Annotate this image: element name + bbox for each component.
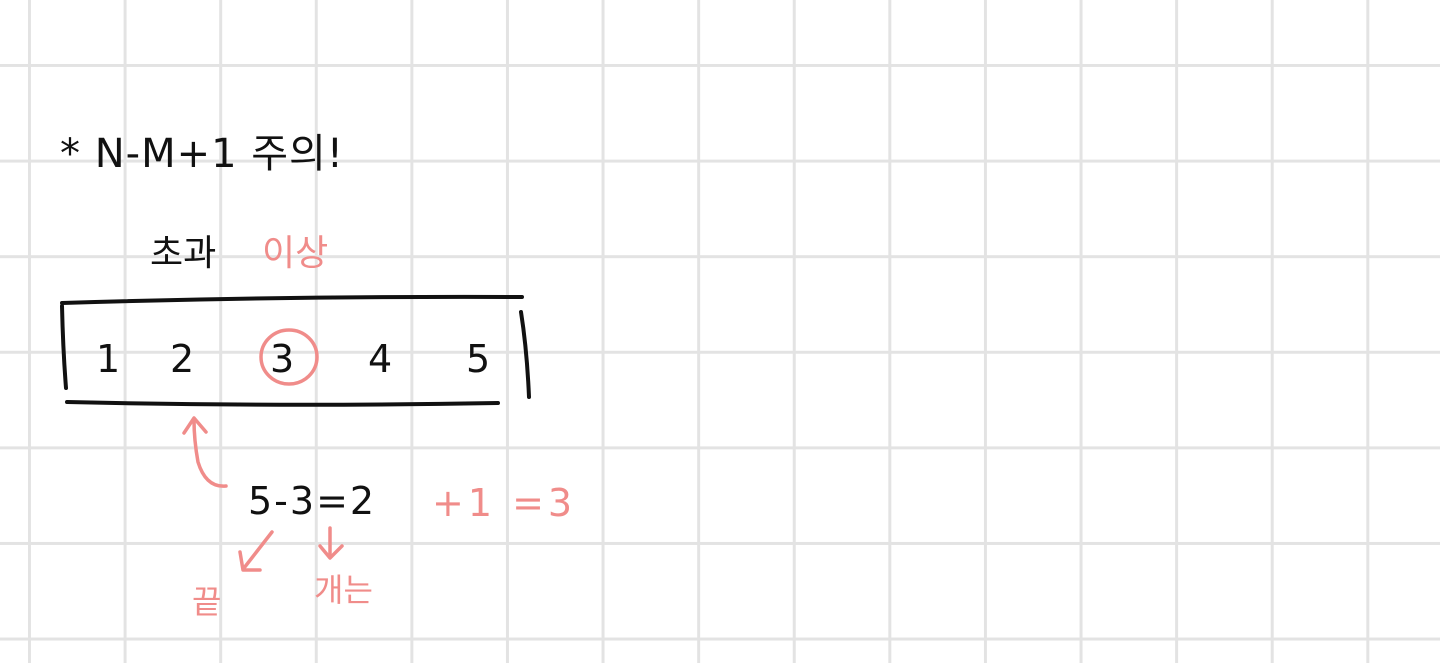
arrow-to-end xyxy=(242,530,274,570)
array-value: 5 xyxy=(466,337,491,381)
up-arrow xyxy=(192,418,228,488)
label-at-least: 이상 xyxy=(262,233,329,274)
arrow-to-end-head xyxy=(238,550,262,572)
array-value: 4 xyxy=(368,337,393,381)
array-box-left-line xyxy=(60,304,68,390)
array-value: 1 xyxy=(96,337,121,381)
equation-plus-one: +1 =3 xyxy=(432,481,577,525)
array-box-top-line xyxy=(60,294,524,305)
array-box-right-line xyxy=(519,310,531,399)
equation-subtraction: 5-3=2 xyxy=(248,479,377,523)
array-value-highlighted: 3 xyxy=(270,337,295,381)
up-arrow-head xyxy=(182,416,208,435)
arrow-to-start-head xyxy=(318,544,344,560)
note-title: * N-M+1 주의! xyxy=(60,131,344,177)
word-end: 끝 xyxy=(192,583,222,621)
word-start: 개는 xyxy=(314,571,373,609)
label-exceed: 초과 xyxy=(150,233,217,274)
array-value: 2 xyxy=(170,337,195,381)
highlight-circle xyxy=(259,328,319,386)
array-box-bottom-line xyxy=(65,400,500,407)
